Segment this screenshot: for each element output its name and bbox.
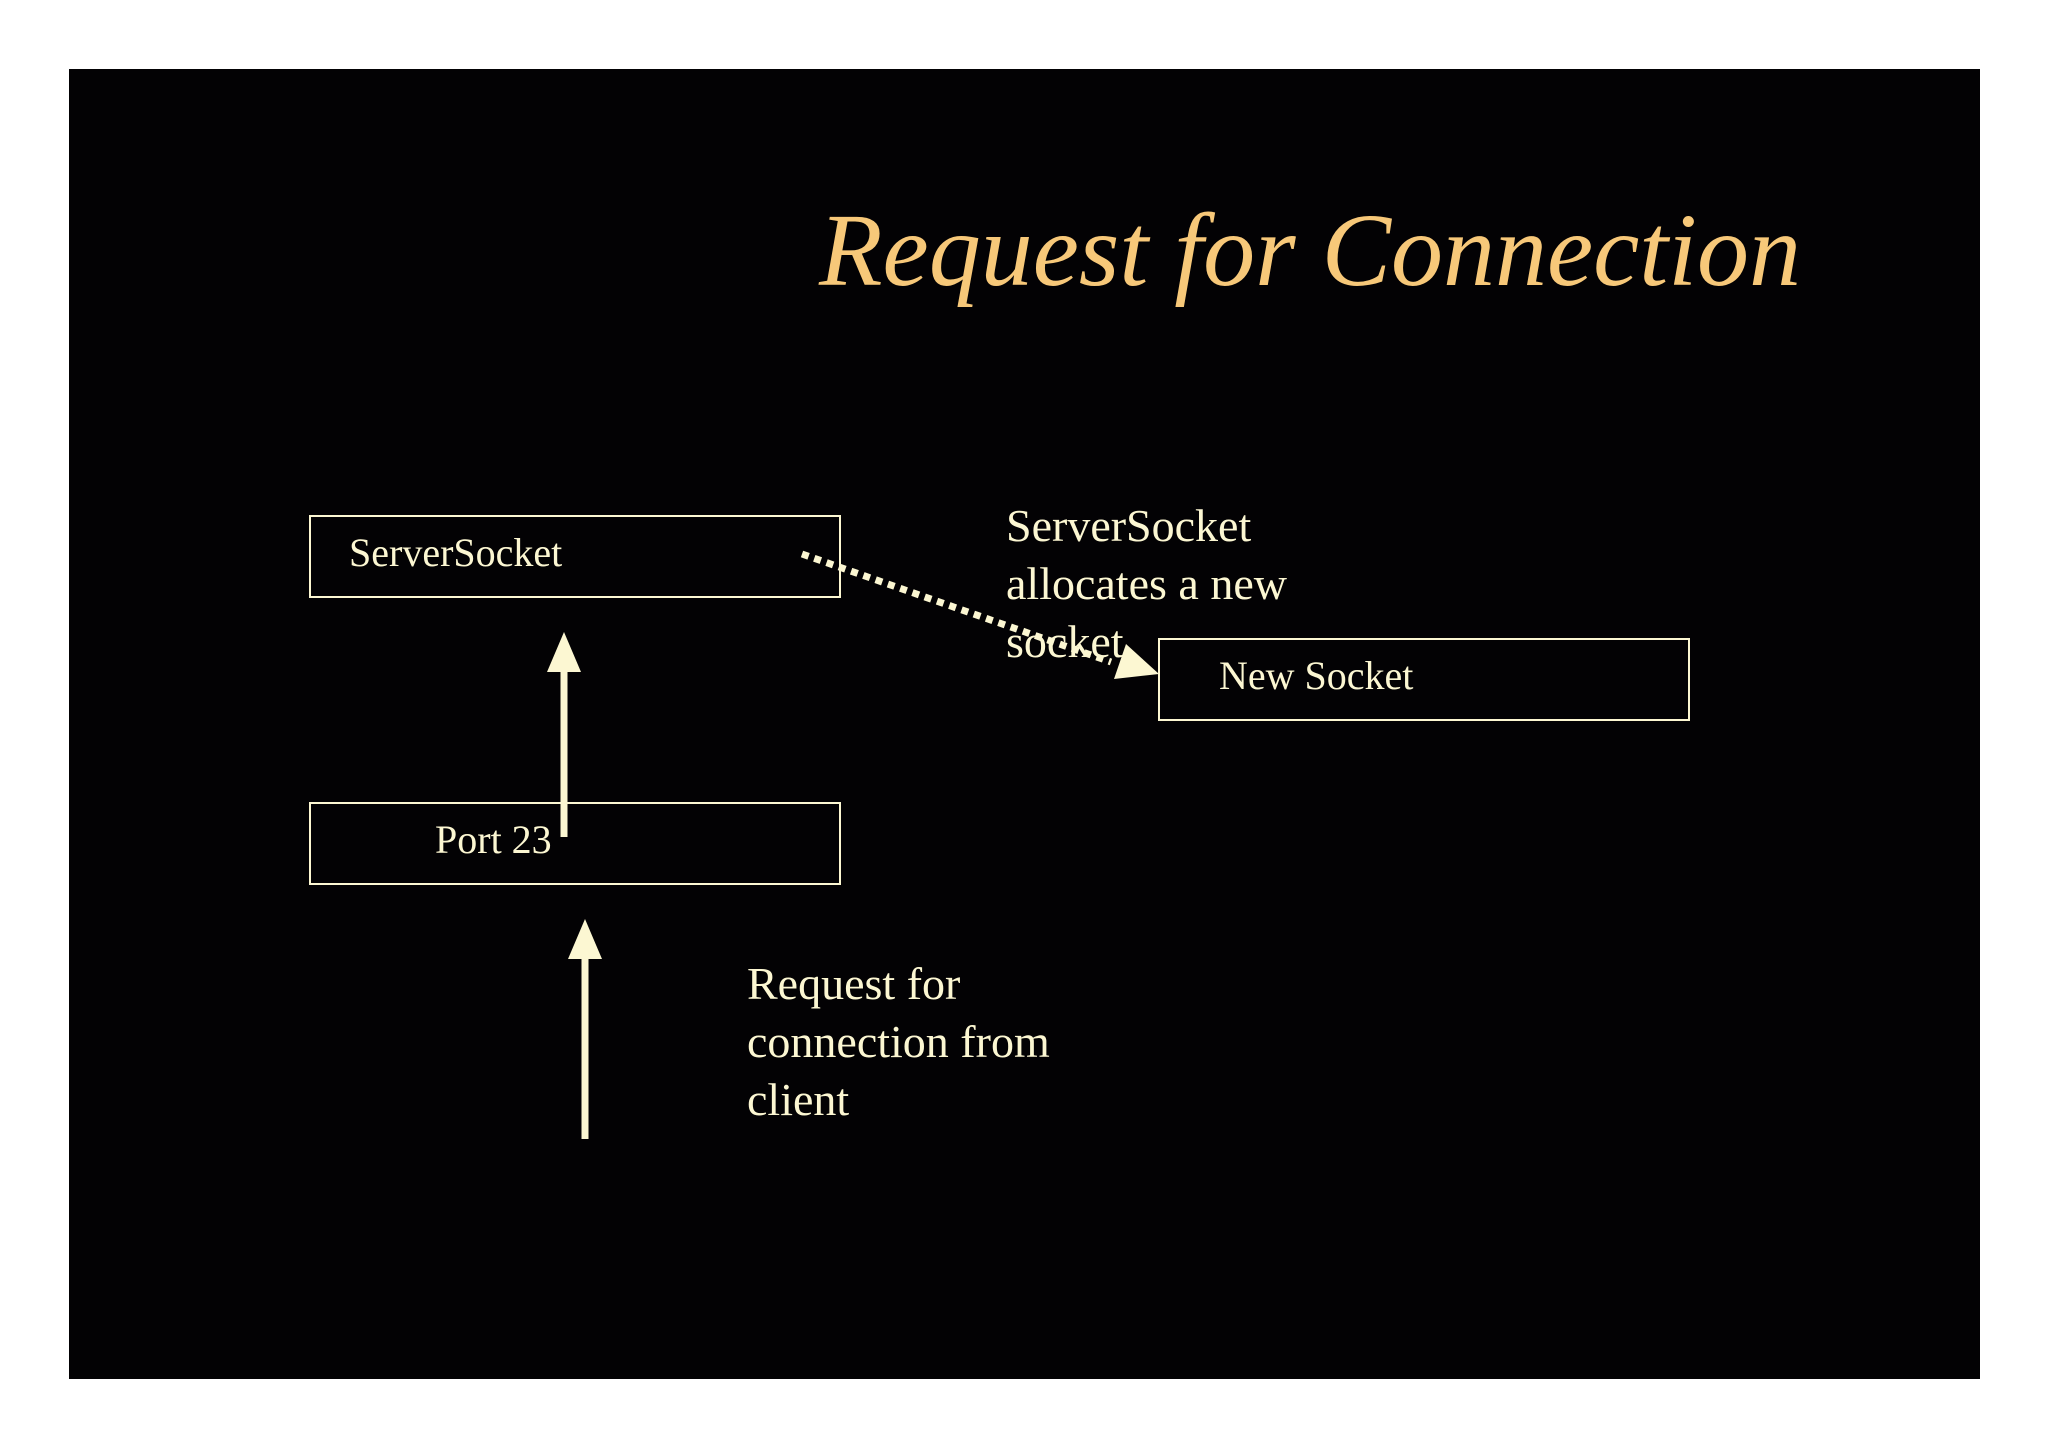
allocate-caption: ServerSocket allocates a new socket [1006,497,1287,671]
request-caption: Request for connection from client [747,955,1050,1129]
serversocket-box: ServerSocket [309,515,841,598]
allocate-caption-line: ServerSocket [1006,500,1252,551]
request-caption-line: Request for [747,958,961,1009]
request-caption-line: connection from [747,1016,1050,1067]
port-box: Port 23 [309,802,841,885]
allocate-caption-line: allocates a new [1006,558,1287,609]
allocate-caption-line: socket [1006,616,1124,667]
new-socket-box: New Socket [1158,638,1690,721]
slide: Request for Connection ServerSocket Port… [69,69,1980,1379]
connector-layer [547,550,1159,1139]
allocate-arrow-line [800,550,1113,666]
serversocket-label: ServerSocket [349,530,563,575]
slide-title: Request for Connection [819,193,1802,308]
port-label: Port 23 [435,817,552,862]
request-caption-line: client [747,1074,850,1125]
port-to-serversocket-arrow-head [547,632,581,672]
client-request-arrow-head [568,919,602,959]
allocate-arrow-head [1114,644,1159,679]
new-socket-label: New Socket [1219,653,1414,698]
